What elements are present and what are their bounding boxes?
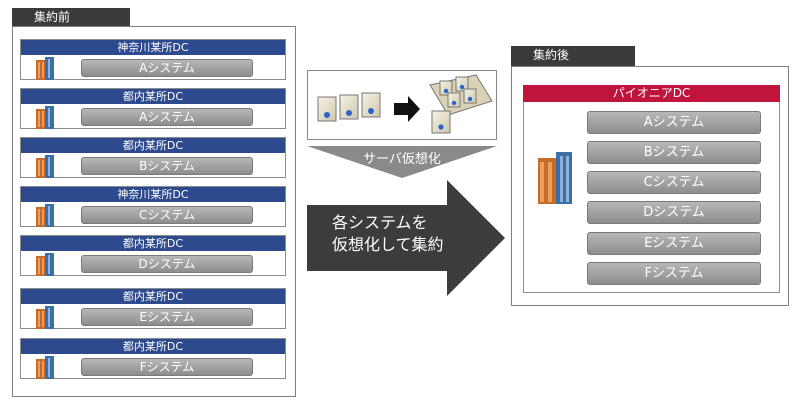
dc-box: 都内某所DC Fシステム <box>20 338 286 379</box>
dc-name: 都内某所DC <box>21 289 285 304</box>
pioneer-dc-header: パイオニアDC <box>523 85 780 102</box>
dc-name: 神奈川某所DC <box>21 187 285 202</box>
system-pill: Aシステム <box>587 111 761 134</box>
dc-box: 都内某所DC Bシステム <box>20 137 286 178</box>
building-icon <box>36 155 54 178</box>
building-icon <box>36 57 54 80</box>
dc-box: 神奈川某所DC Cシステム <box>20 186 286 227</box>
dc-name: 都内某所DC <box>21 89 285 104</box>
virtualization-label: サーバ仮想化 <box>363 152 441 167</box>
dc-box: 都内某所DC Eシステム <box>20 288 286 329</box>
dc-box: 神奈川某所DC Aシステム <box>20 39 286 80</box>
before-label: 集約前 <box>12 8 130 27</box>
building-icon <box>538 152 572 204</box>
after-label: 集約後 <box>511 46 635 66</box>
consolidation-text: 各システムを 仮想化して集約 <box>332 212 444 256</box>
dc-name: 都内某所DC <box>21 339 285 354</box>
system-pill: Fシステム <box>587 262 761 285</box>
system-pill: Bシステム <box>587 141 761 164</box>
server-icon <box>339 94 359 120</box>
dc-name: 都内某所DC <box>21 236 285 251</box>
virtualized-host-icon <box>429 74 493 134</box>
arrow-right-icon <box>394 96 420 122</box>
dc-name: 神奈川某所DC <box>21 40 285 55</box>
server-icon <box>361 92 381 118</box>
system-pill: Cシステム <box>587 171 761 194</box>
servers-illustration <box>317 74 493 134</box>
virtualization-illustration <box>307 70 497 140</box>
consolidation-arrow <box>307 180 505 296</box>
system-pill: Dシステム <box>81 255 253 273</box>
system-pill: Aシステム <box>81 59 253 77</box>
virtualization-chevron <box>307 146 497 178</box>
server-icon <box>317 96 337 122</box>
system-pill: Cシステム <box>81 206 253 224</box>
dc-name: 都内某所DC <box>21 138 285 153</box>
building-icon <box>36 253 54 276</box>
system-pill: Fシステム <box>81 358 253 376</box>
system-pill: Eシステム <box>587 232 761 255</box>
system-pill: Dシステム <box>587 201 761 224</box>
system-pill: Aシステム <box>81 108 253 126</box>
dc-box: 都内某所DC Dシステム <box>20 235 286 276</box>
building-icon <box>36 306 54 329</box>
system-pill: Bシステム <box>81 157 253 175</box>
consolidation-text-line1: 各システムを <box>332 213 428 232</box>
building-icon <box>36 204 54 227</box>
consolidation-text-line2: 仮想化して集約 <box>332 235 444 254</box>
building-icon <box>36 106 54 129</box>
system-pill: Eシステム <box>81 308 253 326</box>
building-icon <box>36 356 54 379</box>
dc-box: 都内某所DC Aシステム <box>20 88 286 129</box>
